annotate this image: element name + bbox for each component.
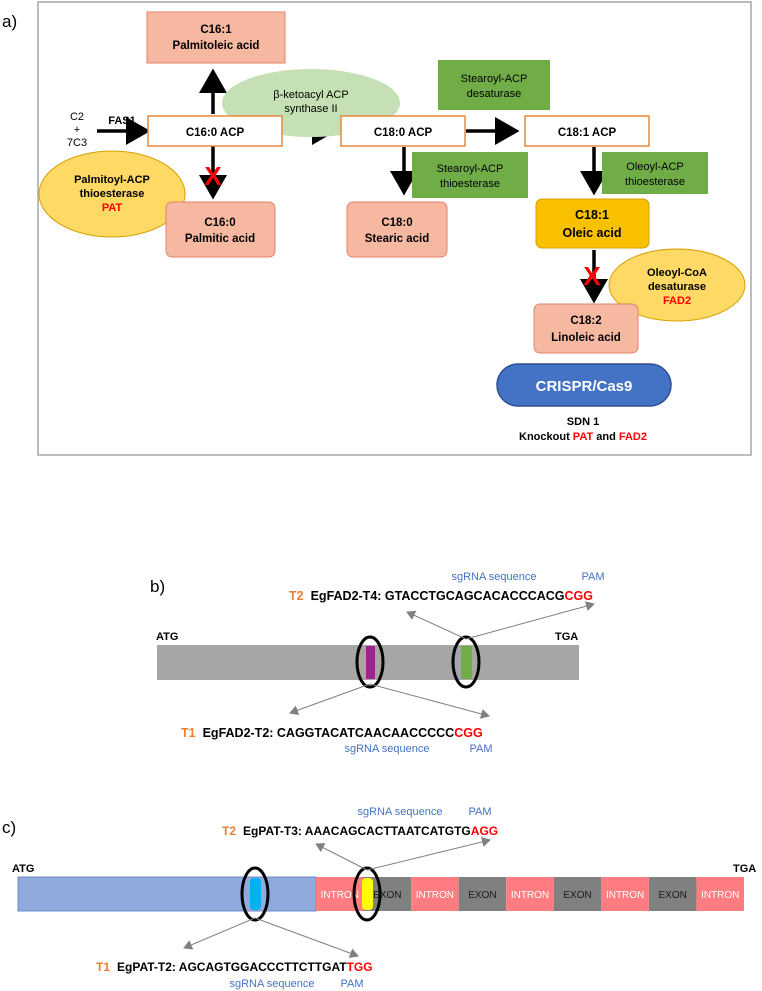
c18-0-box [346,201,448,258]
oleoyl-thio-line2: thioesterase [625,176,685,188]
intron-segment-3 [411,877,459,911]
pat-t1-pam-label: PAM [340,978,363,990]
intron-segment-7 [601,877,649,911]
knockout-label: Knockout PAT and FAD2 [519,431,647,443]
pat-exon-1 [17,876,317,912]
fad2-target-t2-mark [461,646,472,679]
c18-1-acp-label: C18:1 ACP [558,127,617,139]
c18-2-box [533,303,639,354]
intron-label-5: INTRON [511,890,549,901]
pat-line2: thioesterase [80,188,145,200]
exon-segment-6 [553,877,602,911]
ketoacyl-line1: β-ketoacyl ACP [273,89,348,101]
exon-segment-4 [458,877,507,911]
sdn-label: SDN 1 [567,416,599,428]
c16-1-title: C16:1 [200,24,232,36]
c16-0-box [165,201,276,258]
intron-label-3: INTRON [416,890,454,901]
c16-0-acp-label: C16:0 ACP [186,127,245,139]
exon-label-4: EXON [468,890,496,901]
fas1-label: FAS1 [108,115,136,127]
pat-t1-sgrna-label: sgRNA sequence [230,978,315,990]
fad2-tga: TGA [555,631,578,643]
fad2-target-t1-ring [355,635,385,689]
pat-line1: Palmitoyl-ACP [74,174,150,186]
stearoyl-thio-line1: Stearoyl-ACP [437,163,504,175]
exon-label-2: EXON [373,890,401,901]
c16-0-name: Palmitic acid [185,233,255,245]
intron-segment-9 [696,877,744,911]
fad2-target-t2-ring [451,635,481,689]
fad2-callout-arrows [289,601,595,719]
c18-2-name: Linoleic acid [551,332,621,344]
input-plus: + [74,124,80,136]
c18-1-name: Oleic acid [562,226,621,240]
c18-1-acp-box [524,115,650,147]
stearoyl-desat-line2: desaturase [467,88,521,100]
pathway-arrows [97,68,608,304]
stearoyl-desat-line1: Stearoyl-ACP [461,73,528,85]
stearoyl-desaturase-box [438,60,550,110]
exon-label-8: EXON [658,890,686,901]
pat-target-t1-mark [250,878,261,910]
pat-gene: PAT [102,202,123,214]
c16-1-box [146,11,286,64]
c18-2-title: C18:2 [570,315,601,327]
c18-0-name: Stearic acid [365,233,430,245]
fad2-t2-sgrna-label: sgRNA sequence [452,571,537,583]
exon-label-6: EXON [563,890,591,901]
intron-label-1: INTRON [321,890,359,901]
stearoyl-thio-box [412,152,528,198]
pat-ellipse [38,150,186,238]
pat-t2-pam-label: PAM [468,806,491,818]
pat-tga: TGA [733,863,756,875]
fad2-line2: desaturase [648,281,706,293]
oleoyl-thio-line1: Oleoyl-ACP [626,161,683,173]
panel-a-label: a) [2,12,17,31]
pat-target-t2-ring [352,866,382,922]
knockout-cross-pat: X [204,161,222,191]
fad2-t2-pam-label: PAM [581,571,604,583]
crispr-label: CRISPR/Cas9 [536,378,633,395]
pat-t2-sgrna-label: sgRNA sequence [358,806,443,818]
input-c2: C2 [70,111,84,123]
c16-1-name: Palmitoleic acid [173,40,260,52]
panel-c-label: c) [2,818,16,837]
crispr-box [496,363,672,407]
c18-0-title: C18:0 [381,217,412,229]
c18-0-acp-box [340,115,466,147]
panel-b-label: b) [150,577,165,596]
fad2-ellipse [608,248,746,322]
pat-atg: ATG [12,863,34,875]
fad2-target-t1-mark [366,646,375,679]
fad2-atg: ATG [156,631,178,643]
fad2-line1: Oleoyl-CoA [647,267,707,279]
fad2-gene: FAD2 [663,295,691,307]
oleoyl-thio-box [602,152,708,194]
knockout-cross-fad2: X [583,261,601,291]
c16-0-title: C16:0 [204,217,235,229]
intron-segment-5 [506,877,554,911]
fad2-t1-pam-label: PAM [469,743,492,755]
exon-segment-8 [648,877,697,911]
pat-target-t2-mark [362,878,373,910]
intron-label-7: INTRON [606,890,644,901]
pat-target-t1-ring [240,866,270,922]
c16-0-acp-box [147,115,283,147]
c18-1-box [535,198,650,249]
pat-gene-segments: INTRON EXON INTRON EXON INTRON EXON INTRON EXON… [316,877,744,911]
intron-label-9: INTRON [701,890,739,901]
fad2-t1-sgrna-label: sgRNA sequence [345,743,430,755]
c18-0-acp-label: C18:0 ACP [374,127,433,139]
input-7c3: 7C3 [67,137,87,149]
pat-callout-arrows [183,837,491,958]
stearoyl-thio-line2: thioesterase [440,178,500,190]
ketoacyl-line2: synthase II [284,103,337,115]
c18-1-title: C18:1 [575,208,609,222]
